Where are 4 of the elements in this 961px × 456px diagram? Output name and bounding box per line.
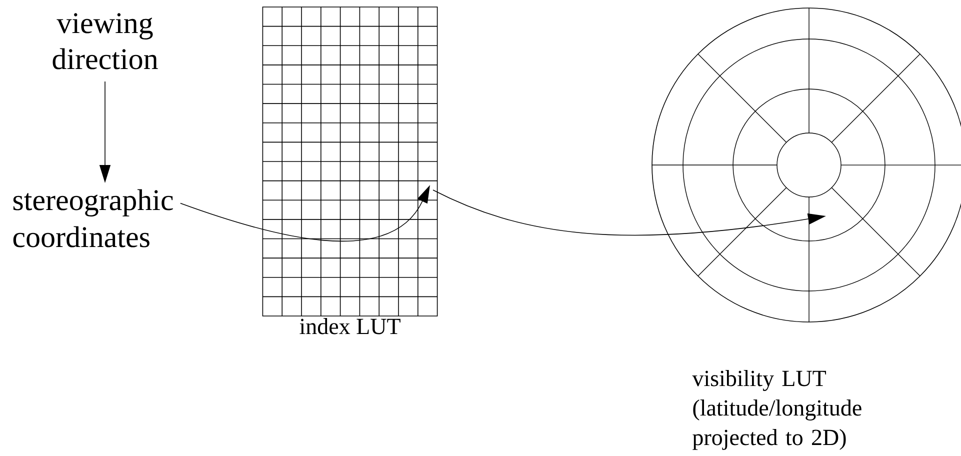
caption-text: viewing direction xyxy=(52,13,158,70)
caption-text: visibility LUT (latitude/longitude projected to 2D) xyxy=(692,370,862,450)
caption-text: stereographic coordinates xyxy=(13,189,173,248)
caption-text: index LUT xyxy=(300,318,400,334)
